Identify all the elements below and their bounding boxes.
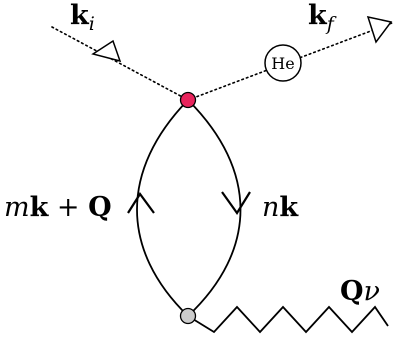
top-vertex <box>179 91 197 109</box>
incoming-line <box>51 26 189 101</box>
k-f-main: k <box>308 0 328 31</box>
left-m: m <box>4 192 30 223</box>
incoming-arrow-icon <box>91 39 122 63</box>
down-arrow-icon <box>221 191 251 215</box>
left-Q: Q <box>88 192 112 223</box>
bottom-vertex <box>179 307 197 325</box>
k-f-sub: f <box>325 13 337 35</box>
k-i-sub: i <box>89 13 95 35</box>
phonon-line <box>187 305 389 334</box>
phonon-nu: ν <box>364 276 380 307</box>
k-i-main: k <box>70 0 90 31</box>
helium-label: He <box>271 54 294 73</box>
left-momentum-label: mk + Q <box>4 192 112 223</box>
k-i-label: ki <box>70 0 95 35</box>
phonon-label: Qν <box>340 276 380 307</box>
right-n: n <box>262 192 279 223</box>
left-plus: + <box>48 192 88 223</box>
outgoing-arrow-icon <box>366 15 393 44</box>
outgoing-line <box>187 22 393 101</box>
k-f-label: kf <box>308 0 337 35</box>
right-momentum-label: nk <box>262 192 299 223</box>
right-k: k <box>279 192 299 223</box>
left-k: k <box>30 192 50 223</box>
loop-left-propagator <box>136 99 189 317</box>
up-arrow-icon <box>127 192 155 214</box>
phonon-Q: Q <box>340 276 364 307</box>
helium-atom-icon <box>264 44 302 82</box>
